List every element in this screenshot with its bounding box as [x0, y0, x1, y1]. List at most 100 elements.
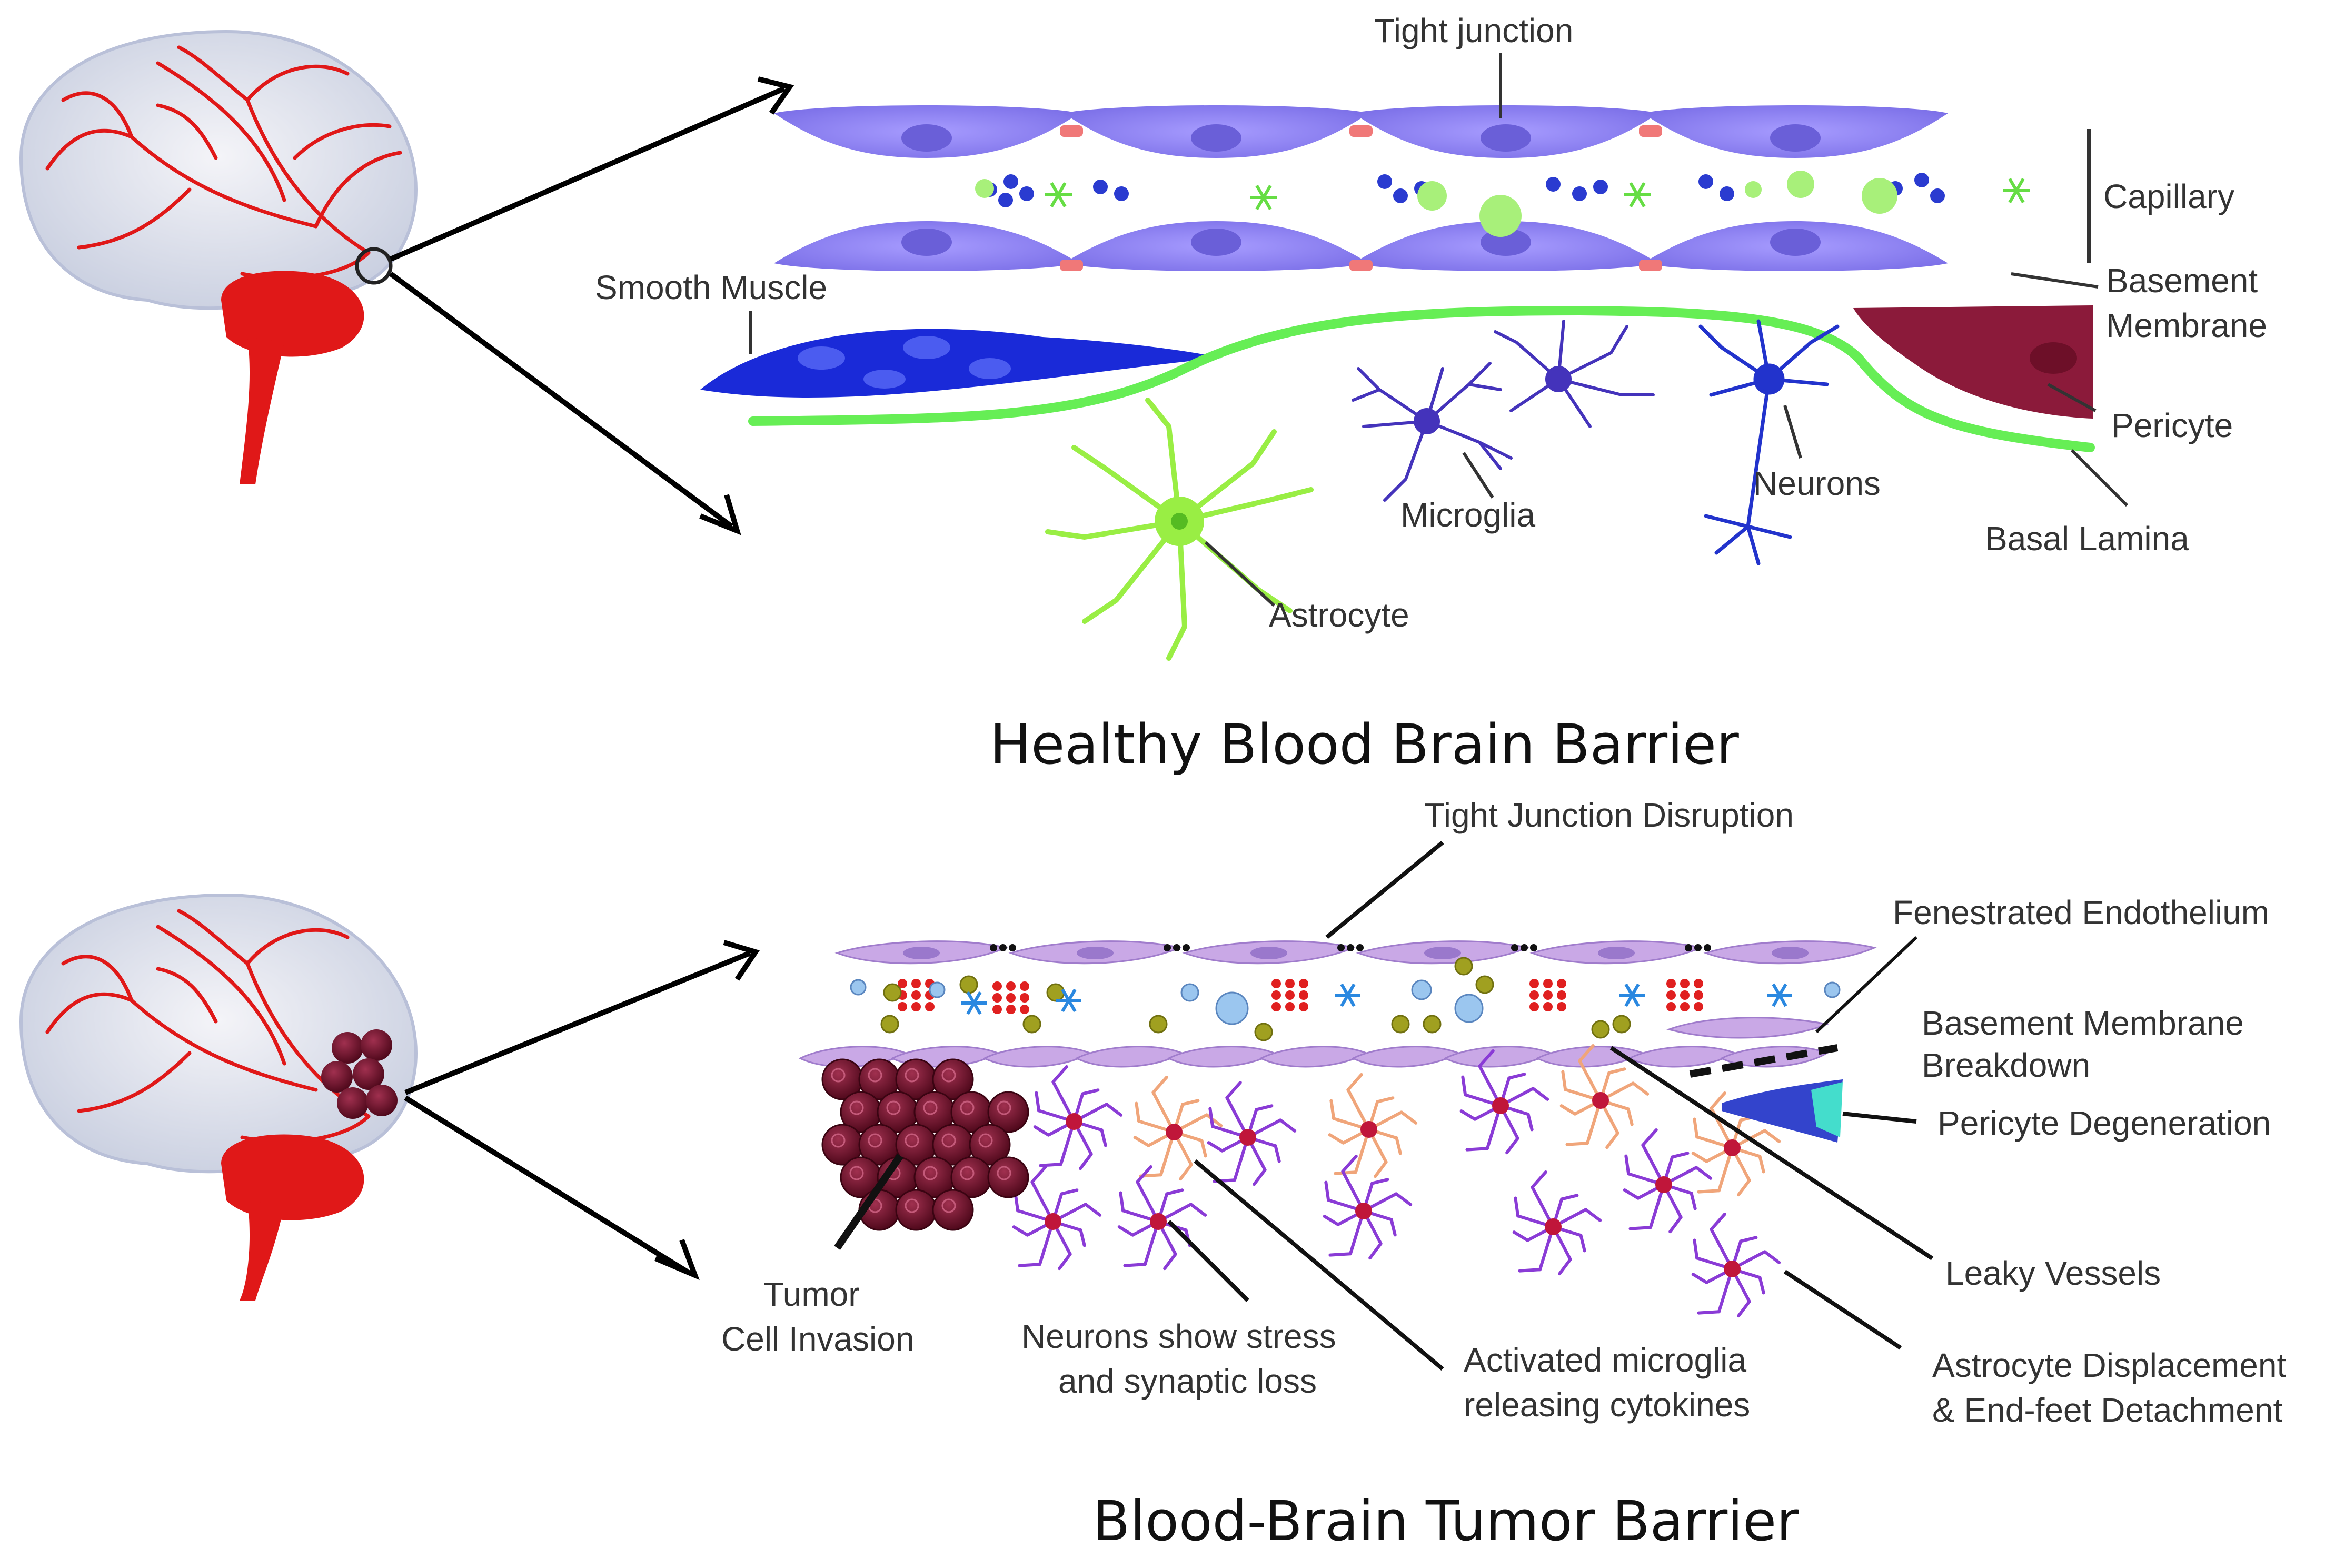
label-microglia: Microglia: [1400, 496, 1535, 534]
junction-gap: [1183, 944, 1190, 951]
blood-particle: [1003, 174, 1018, 189]
cell-nucleus: [1355, 1203, 1372, 1219]
cytokine-particle: [1149, 1015, 1168, 1034]
degenerating-pericyte: [1722, 1079, 1843, 1143]
cell-nucleus: [1077, 947, 1114, 959]
blood-particle: [998, 193, 1013, 207]
tumor-cell-nucleus: [849, 1100, 864, 1115]
activated-glial-cells: [1012, 1044, 1781, 1318]
tumor-cell-nucleus: [978, 1133, 993, 1148]
red-blood-particle: [1557, 979, 1566, 988]
tumor-cell-nucleus: [941, 1068, 956, 1083]
red-blood-particle: [1557, 1002, 1566, 1011]
cytokine-particle: [1391, 1015, 1410, 1034]
cell-nucleus: [1492, 1097, 1509, 1114]
blood-particle: [1698, 174, 1713, 189]
brain-illustration-bottom: [19, 893, 418, 1301]
label-tight-junction: Tight junction: [1374, 12, 1573, 49]
red-blood-particle: [1271, 990, 1281, 1000]
blood-particle: [1546, 177, 1561, 192]
cell-nucleus: [1772, 947, 1809, 959]
blood-cell: [975, 179, 994, 198]
junction-gap: [1694, 944, 1702, 951]
brain-illustration-top: [19, 29, 418, 484]
blood-cell: [1787, 171, 1814, 198]
label-capillary: Capillary: [2103, 177, 2234, 215]
blood-cell: [1824, 981, 1841, 998]
cell-nucleus: [901, 229, 952, 256]
blood-cell: [1479, 195, 1522, 237]
junction-gap: [990, 944, 997, 951]
cytokine-particle: [1454, 957, 1473, 976]
red-blood-particle: [1020, 981, 1029, 991]
label-tumor-invasion-1: Tumor: [763, 1275, 860, 1313]
tumor-cell-nucleus: [905, 1068, 919, 1083]
label-pericyte-degeneration: Pericyte Degeneration: [1938, 1104, 2271, 1142]
fenestrated-endothelial-cell: [1666, 1017, 1830, 1039]
cell-nucleus: [1239, 1129, 1256, 1146]
red-blood-particle: [1299, 979, 1308, 988]
cell-nucleus: [1545, 1218, 1562, 1235]
tumor-cell-nucleus: [831, 1133, 846, 1148]
red-blood-particle: [1680, 990, 1690, 1000]
tumor-endothelium-bottom: [798, 1017, 1830, 1068]
red-blood-particle: [1666, 1002, 1676, 1011]
junction-gap: [1521, 944, 1528, 951]
label-basement-breakdown-2: Breakdown: [1922, 1046, 2090, 1084]
blood-cell: [1215, 991, 1249, 1025]
cell-nucleus: [1150, 1213, 1167, 1230]
red-blood-particle: [898, 1002, 907, 1011]
platelet: [1335, 983, 1360, 1007]
red-blood-particle: [1529, 979, 1539, 988]
zoom-circle: [355, 247, 393, 285]
red-blood-particle: [1694, 979, 1703, 988]
cell-nucleus: [1770, 229, 1821, 256]
cytokine-particle: [883, 983, 902, 1002]
platelet: [1619, 983, 1645, 1007]
platelet: [1624, 182, 1651, 208]
red-blood-particle: [992, 993, 1002, 1003]
tumor-cell-nucleus: [905, 1198, 919, 1213]
label-astrocyte-displacement-2: & End-feet Detachment: [1932, 1391, 2282, 1429]
junction-gap: [1009, 944, 1016, 951]
tight-junction: [1060, 260, 1083, 271]
title-healthy-bbb: Healthy Blood Brain Barrier: [990, 712, 1739, 777]
red-blood-particle: [992, 1005, 1002, 1014]
arrow-to-tumor-environment: [404, 1095, 689, 1274]
blood-particle: [1572, 186, 1587, 201]
label-astrocyte: Astrocyte: [1269, 596, 1409, 634]
tumor-cell-nucleus: [960, 1100, 975, 1115]
red-blood-particle: [1271, 1002, 1281, 1011]
platelet: [2003, 177, 2030, 204]
cytokine-particle: [1612, 1015, 1631, 1034]
cytokine-particle: [959, 975, 978, 994]
tumor-cell-nucleus: [886, 1100, 901, 1115]
blood-particle: [1377, 174, 1392, 189]
astrocyte-cell: [1045, 398, 1314, 661]
tumor-cell-nucleus: [997, 1166, 1011, 1180]
red-blood-particle: [898, 979, 907, 988]
red-blood-particle: [1271, 979, 1281, 988]
endothelial-cells-top: [774, 105, 1948, 158]
red-blood-particle: [925, 1002, 935, 1011]
platelet: [1767, 983, 1792, 1007]
label-fenestrated-endothelium: Fenestrated Endothelium: [1893, 894, 2269, 931]
tumor-endothelial-cell: [1167, 1046, 1276, 1068]
label-smooth-muscle: Smooth Muscle: [595, 269, 827, 306]
cell-nucleus: [901, 124, 952, 152]
red-blood-particle: [992, 981, 1002, 991]
tight-junction: [1060, 125, 1083, 137]
tumor-cell-nucleus: [941, 1198, 956, 1213]
cytokine-particle: [1254, 1023, 1273, 1041]
label-astrocyte-displacement-1: Astrocyte Displacement: [1932, 1346, 2286, 1384]
blood-cell: [1862, 178, 1897, 214]
red-blood-particle: [1299, 1002, 1308, 1011]
label-activated-microglia-2: releasing cytokines: [1464, 1386, 1750, 1424]
label-basement-breakdown-1: Basement Membrane: [1922, 1004, 2244, 1042]
red-blood-particle: [1006, 1005, 1016, 1014]
cytokine-particle: [1423, 1015, 1442, 1034]
cytokine-particle: [1591, 1020, 1610, 1039]
tumor-cell-nucleus: [831, 1068, 846, 1083]
